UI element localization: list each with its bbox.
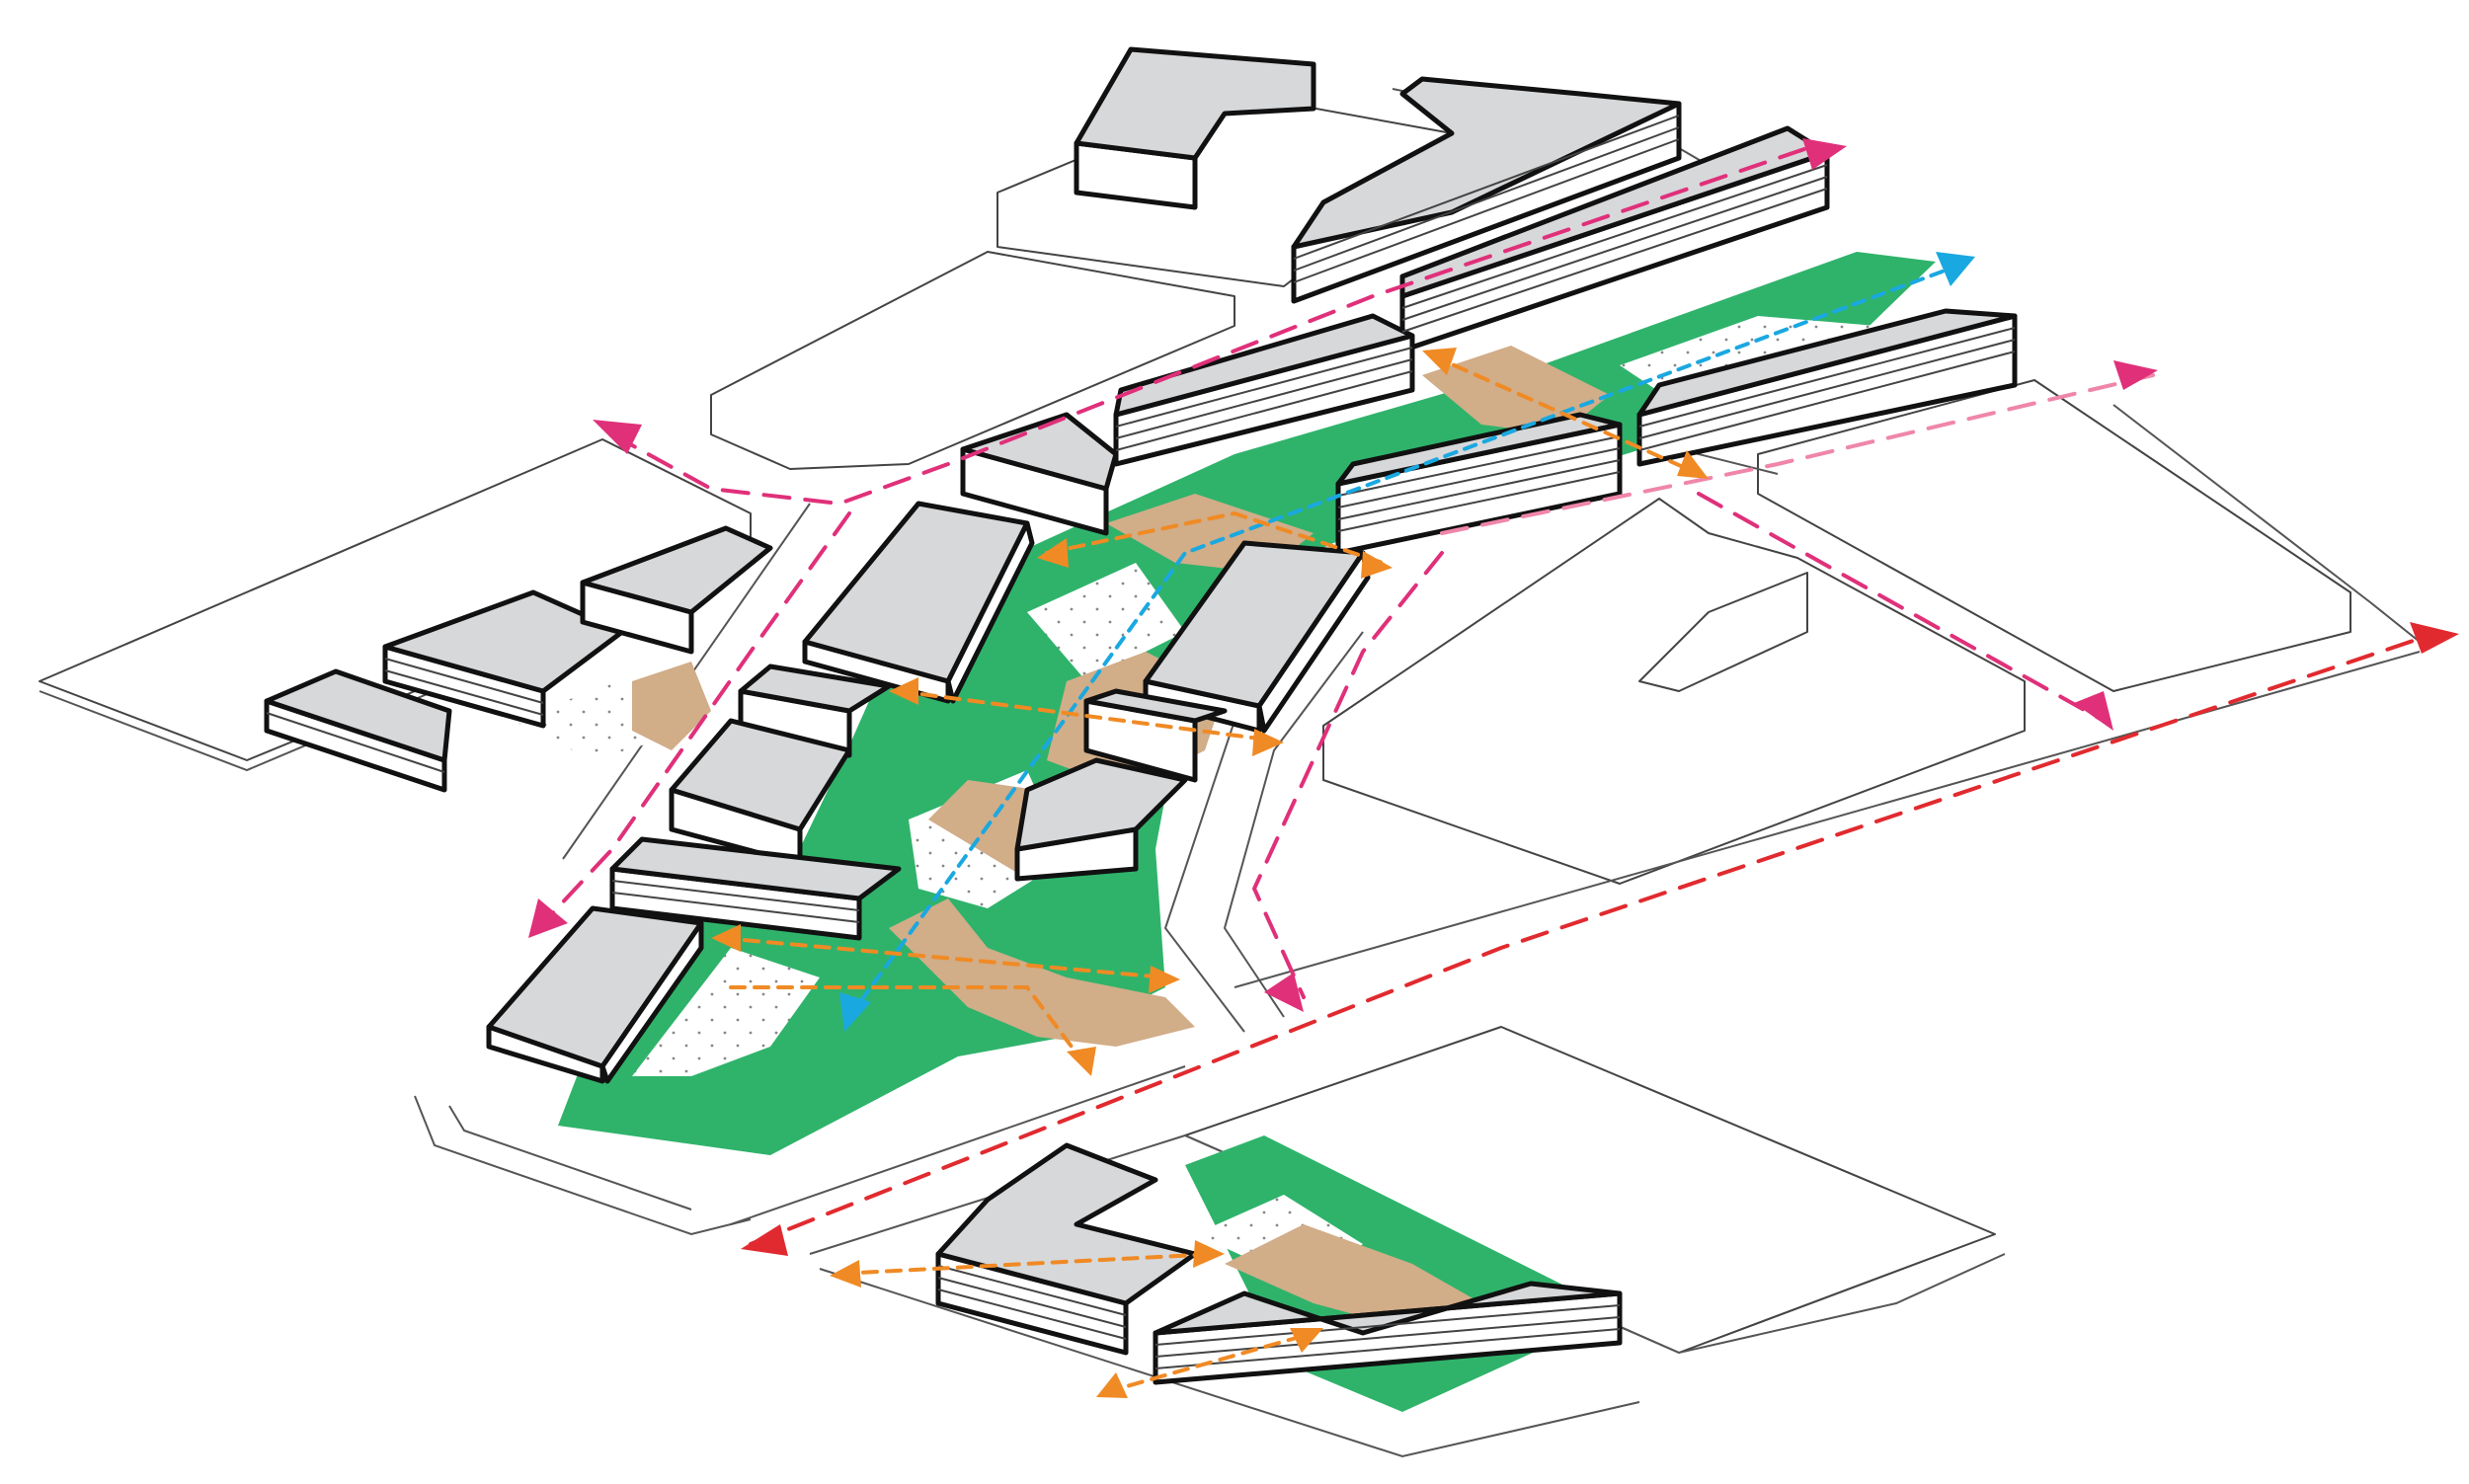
arrowhead-corridor-south [839,992,871,1032]
building-west-c [580,525,773,655]
arrowhead-local-6a [830,1260,861,1288]
route-local-1 [719,936,1167,979]
building-west-a [264,668,452,793]
buildings [264,46,2018,1385]
parcel-far-east [1757,379,2351,692]
route-local-5 [1430,353,1701,476]
road-boulevard-north-edge [1234,651,2421,988]
plaza-paved-1 [889,898,1195,1047]
route-pedestrian-east [1251,551,1444,999]
route-local-6 [837,1252,1217,1276]
route-pedestrian-northeast-2 [1697,492,2106,723]
building-central-mid-west [669,718,852,867]
parcel-east-tower-base [1638,572,1808,692]
parcel-east-large [1322,498,2026,885]
route-arrowheads [528,138,2459,1398]
route-local-4 [1045,510,1385,565]
context-parcels [39,88,2421,1458]
arrowhead-local-1b [1149,966,1180,993]
arrowhead-local-3b [1252,729,1284,756]
arrowhead-local-5a [1422,348,1457,375]
building-central-mid-east-2 [1014,757,1188,882]
arrowhead-vehicle-west [741,1224,788,1256]
building-central-small [960,412,1119,536]
arrowhead-ped-southeast [2074,691,2113,731]
arrowhead-ped-northwest [593,420,642,454]
route-pedestrian-west [541,511,851,925]
route-local-3 [897,689,1276,742]
plaza-paved-south [1225,1224,1481,1333]
building-south-l [935,1142,1198,1356]
road-boulevard-south-edge [730,1065,1186,1225]
building-north-bar [1399,125,1830,353]
arrowhead-local-7b [1290,1328,1323,1353]
building-south-central-bar [609,836,902,941]
road-central-east-2 [1223,631,1364,1018]
building-west-diagonal [802,501,1035,704]
arrowhead-local-2 [1067,1047,1096,1076]
route-local-2 [729,985,1088,1068]
road-central-west [414,1095,752,1236]
building-southwest-bar [486,905,704,1084]
route-vehicle-boulevard [749,630,2441,1246]
building-north-curved [1291,76,1682,304]
plaza-paved-west [632,662,711,750]
building-west-b [382,589,625,729]
arrowhead-ped-east [2113,360,2158,390]
arrowhead-local-7a [1096,1372,1128,1398]
arrowhead-ped-northeast [1802,138,1847,170]
arrowhead-local-4b [1361,551,1393,579]
parcel-west [39,438,752,761]
building-north-l [1074,46,1316,210]
route-pedestrian-northeast [1440,373,2155,535]
arrowhead-local-1a [711,924,741,952]
arrowhead-local-6b [1193,1240,1225,1268]
arrowhead-vehicle-east [2410,622,2459,654]
building-floor-lines [266,115,2016,1369]
road-central-west-2 [448,1105,692,1211]
arrowhead-local-4a [1037,538,1069,568]
plaza-dotted-1 [632,948,820,1076]
parcel-far-east-edge [2112,404,2421,643]
arrowhead-local-3a [889,677,918,705]
circulation-routes [541,146,2441,1394]
arrowhead-ped-southwest [528,898,568,938]
route-pedestrian-north [610,146,1809,507]
route-green-corridor [847,265,1957,1019]
arrowhead-local-5b [1677,450,1709,479]
road-south-lot-2 [819,1268,1640,1458]
arrowhead-corridor-north [1936,252,1975,286]
arrowhead-ped-south [1264,973,1304,1012]
parcel-northwest-mall [710,251,1235,470]
route-local-7 [1104,1331,1315,1394]
